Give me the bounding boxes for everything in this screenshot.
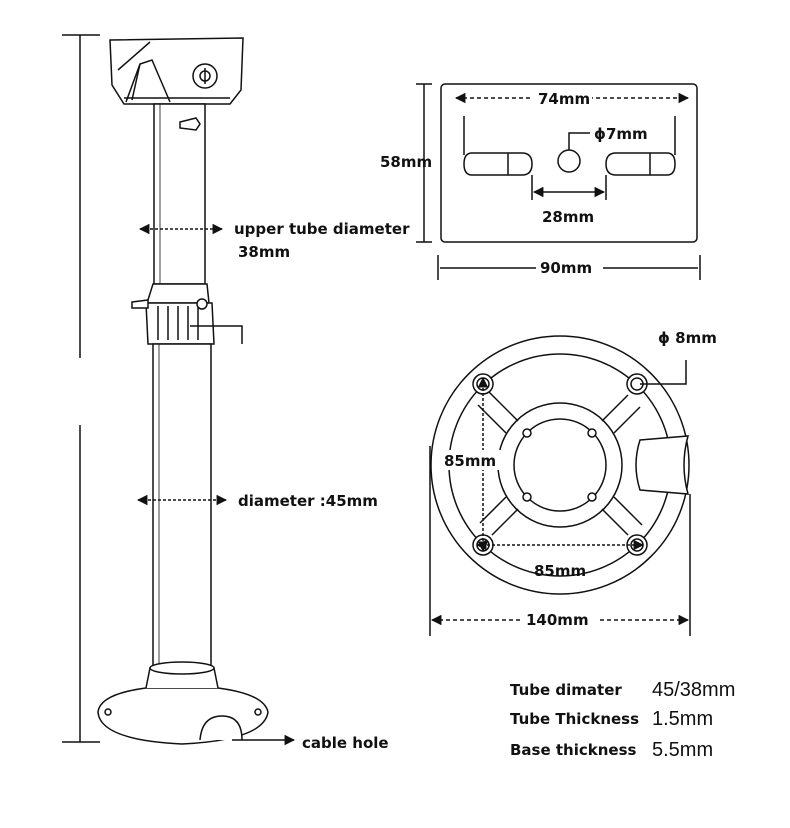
plate-height-label: 58mm [380,153,432,171]
spec-key-2: Tube Thickness [510,710,639,728]
round-base-top-view [430,335,690,595]
base-85-vertical-label: 85mm [444,452,496,470]
plate-74-label-bg [532,88,592,108]
upper-tube [153,103,206,285]
base-140-label-bg [520,608,600,630]
plate-90-label: 90mm [540,259,592,277]
ceiling-base [97,661,269,745]
base-140-label: 140mm [526,611,589,629]
plate-74-label: 74mm [538,90,590,108]
upper-tube-value-label: 38mm [238,243,290,261]
camera-mount-head [109,37,244,105]
base-hole-label: ϕ 8mm [658,329,717,347]
spec-value-1: 45/38mm [652,679,735,701]
plate-hole-label: ϕ7mm [594,125,648,143]
cable-hole-label: cable hole [302,734,389,752]
mounting-plate [440,83,698,243]
lower-tube-label: diameter :45mm [238,492,378,510]
spec-value-3: 5.5mm [652,739,713,761]
specs-table: Tube dimater 45/38mm Tube Thickness 1.5m… [510,679,735,761]
plate-dimension-lines [416,83,701,280]
spec-key-3: Base thickness [510,741,637,759]
collar-leader-line [190,325,243,344]
upper-tube-label: upper tube diameter [234,220,410,238]
spec-key-1: Tube dimater [510,681,622,699]
overall-height-dimension [62,34,100,743]
base-85-horizontal-label: 85mm [534,562,586,580]
lower-tube [152,343,212,667]
tube-clamp-collar [131,283,215,345]
base-85v-label-bg [442,450,502,470]
plate-28-label: 28mm [542,208,594,226]
base-leader-lines [429,360,691,636]
spec-value-2: 1.5mm [652,708,713,730]
